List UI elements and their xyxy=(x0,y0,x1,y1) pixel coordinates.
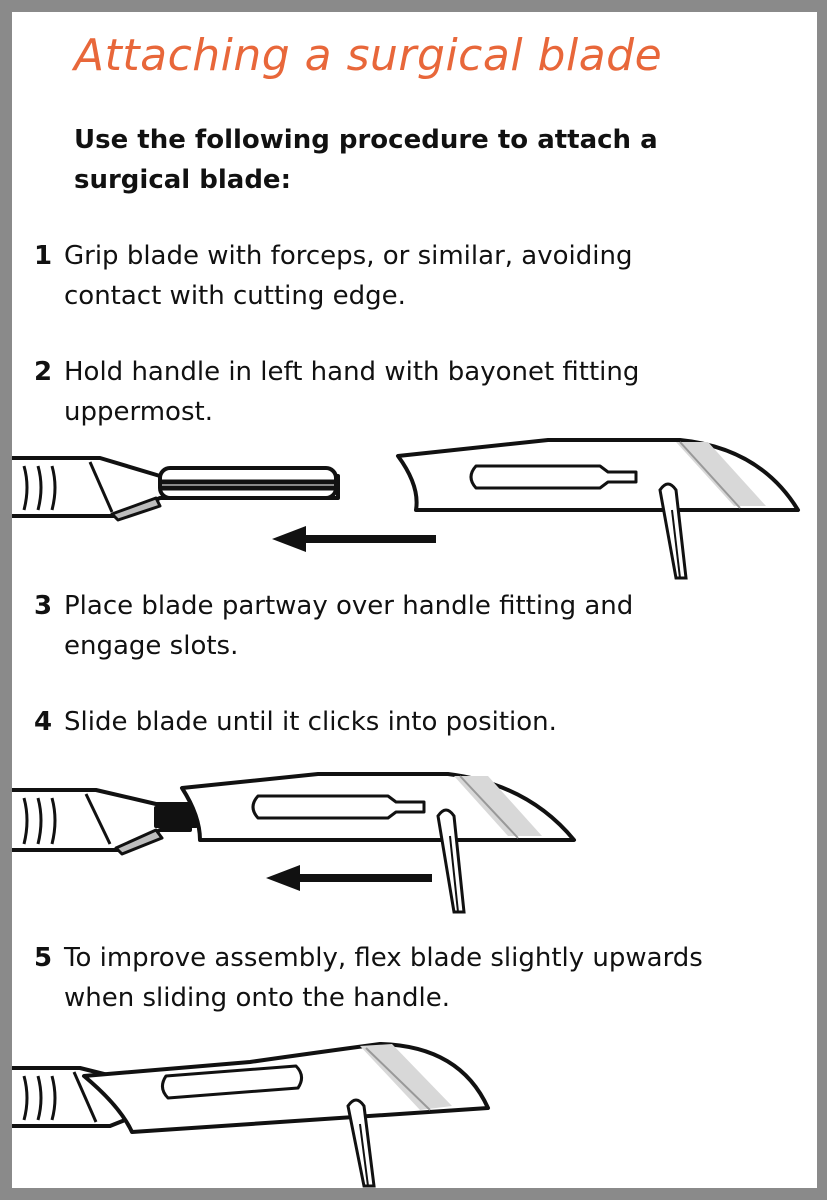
step-text: Slide blade until it clicks into positio… xyxy=(64,707,557,737)
blade-icon xyxy=(180,772,576,842)
left-arrow-icon xyxy=(266,865,432,891)
step-number: 1 xyxy=(34,241,53,271)
step-text: Place blade partway over handle fitting … xyxy=(64,591,634,661)
step-number: 4 xyxy=(34,707,53,737)
step-4: 4 Slide blade until it clicks into posit… xyxy=(34,702,734,742)
step-number: 5 xyxy=(34,943,53,973)
illustration-blade-separate xyxy=(0,430,827,580)
step-5: 5 To improve assembly, flex blade slight… xyxy=(34,938,734,1018)
step-number: 2 xyxy=(34,357,53,387)
intro-prefix: Use the following procedure to xyxy=(74,125,538,155)
page-title: Attaching a surgical blade xyxy=(74,30,663,81)
forceps-icon xyxy=(658,482,688,580)
blade-icon xyxy=(396,438,800,512)
handle-icon xyxy=(12,788,198,856)
step-2: 2 Hold handle in left hand with bayonet … xyxy=(34,352,734,432)
blade-partway-diagram xyxy=(12,772,576,914)
step-text: To improve assembly, flex blade slightly… xyxy=(64,943,703,1013)
blade-separate-diagram xyxy=(12,438,800,580)
blade-icon xyxy=(82,1042,490,1134)
left-arrow-icon xyxy=(272,526,436,552)
forceps-icon xyxy=(436,808,466,914)
step-text: Grip blade with forceps, or similar, avo… xyxy=(64,241,633,311)
step-3: 3 Place blade partway over handle fittin… xyxy=(34,586,734,666)
step-number: 3 xyxy=(34,591,53,621)
step-text: Hold handle in left hand with bayonet fi… xyxy=(64,357,640,427)
forceps-icon xyxy=(346,1098,376,1188)
intro-suffix: a surgical blade: xyxy=(74,125,658,195)
handle-icon xyxy=(12,456,340,522)
blade-flexed-diagram xyxy=(12,1042,490,1188)
intro-emphasis: attach xyxy=(537,125,632,155)
intro-text: Use the following procedure to attach a … xyxy=(74,120,714,200)
illustration-blade-flexed xyxy=(0,1036,827,1188)
step-1: 1 Grip blade with forceps, or similar, a… xyxy=(34,236,734,316)
illustration-blade-partway xyxy=(0,760,827,920)
